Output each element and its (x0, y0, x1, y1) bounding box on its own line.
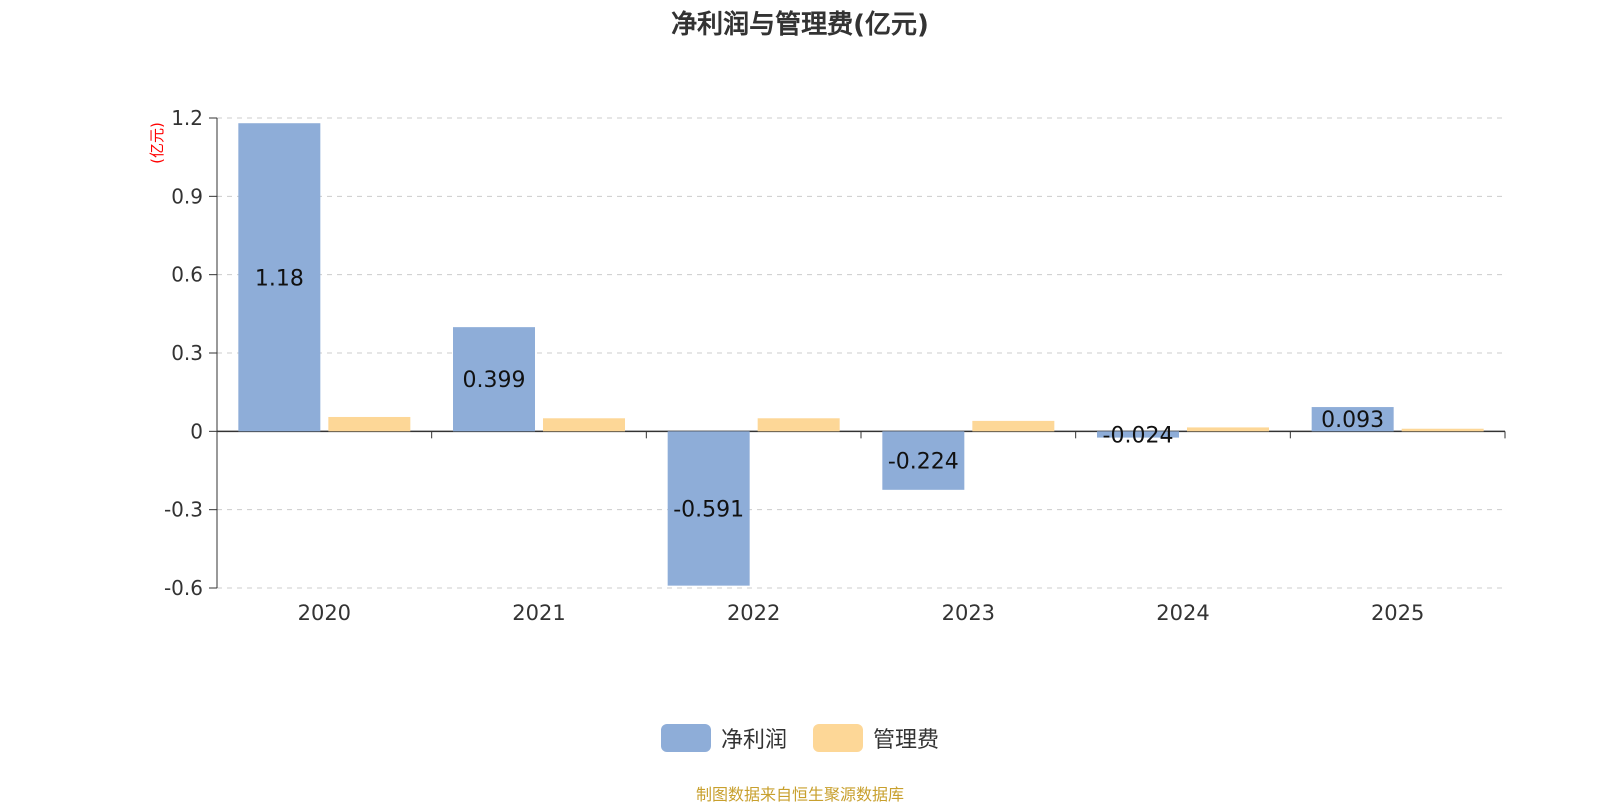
bar-admin-fee (757, 418, 840, 432)
y-tick-label: -0.6 (164, 576, 203, 600)
legend: 净利润 管理费 (0, 722, 1600, 754)
bar-admin-fee (1187, 427, 1269, 432)
data-label: 0.399 (463, 368, 526, 393)
x-tick-label: 2022 (727, 601, 780, 625)
y-tick-label: -0.3 (164, 498, 203, 522)
y-tick-label: 0.9 (171, 184, 203, 208)
data-source-note: 制图数据来自恒生聚源数据库 (695, 785, 904, 804)
bar-admin-fee (1401, 428, 1484, 432)
x-tick-label: 2020 (298, 601, 351, 625)
legend-item-net-profit[interactable]: 净利润 (660, 722, 787, 754)
bar-net-profit (667, 431, 750, 586)
x-tick-label: 2021 (512, 601, 565, 625)
bar-net-profit (882, 431, 965, 490)
y-tick-label: 0 (190, 419, 203, 443)
y-axis-label: (亿元) (148, 122, 166, 164)
legend-item-admin-fee[interactable]: 管理费 (813, 722, 939, 754)
bar-admin-fee (543, 418, 625, 432)
bar-admin-fee (972, 420, 1055, 432)
data-label: -0.591 (673, 497, 744, 522)
x-tick-label: 2025 (1371, 601, 1424, 625)
bar-net-profit (1097, 431, 1179, 438)
chart-title: 净利润与管理费(亿元) (671, 10, 929, 40)
data-label: -0.224 (888, 450, 959, 475)
legend-swatch-net-profit (660, 724, 711, 752)
data-label: 0.093 (1321, 408, 1384, 433)
bar-net-profit (238, 123, 321, 432)
legend-label-net-profit: 净利润 (720, 728, 787, 753)
bar-net-profit (453, 327, 535, 432)
x-tick-label: 2024 (1156, 601, 1209, 625)
legend-swatch-admin-fee (813, 724, 863, 752)
data-label: 1.18 (255, 266, 304, 291)
legend-label-admin-fee: 管理费 (873, 728, 940, 753)
y-tick-label: 0.3 (171, 341, 203, 365)
y-tick-label: 1.2 (171, 106, 203, 130)
bar-net-profit (1311, 407, 1394, 432)
x-tick-label: 2023 (942, 601, 995, 625)
y-tick-label: 0.6 (171, 263, 203, 287)
data-label: -0.024 (1103, 423, 1174, 448)
bar-admin-fee (328, 416, 411, 432)
